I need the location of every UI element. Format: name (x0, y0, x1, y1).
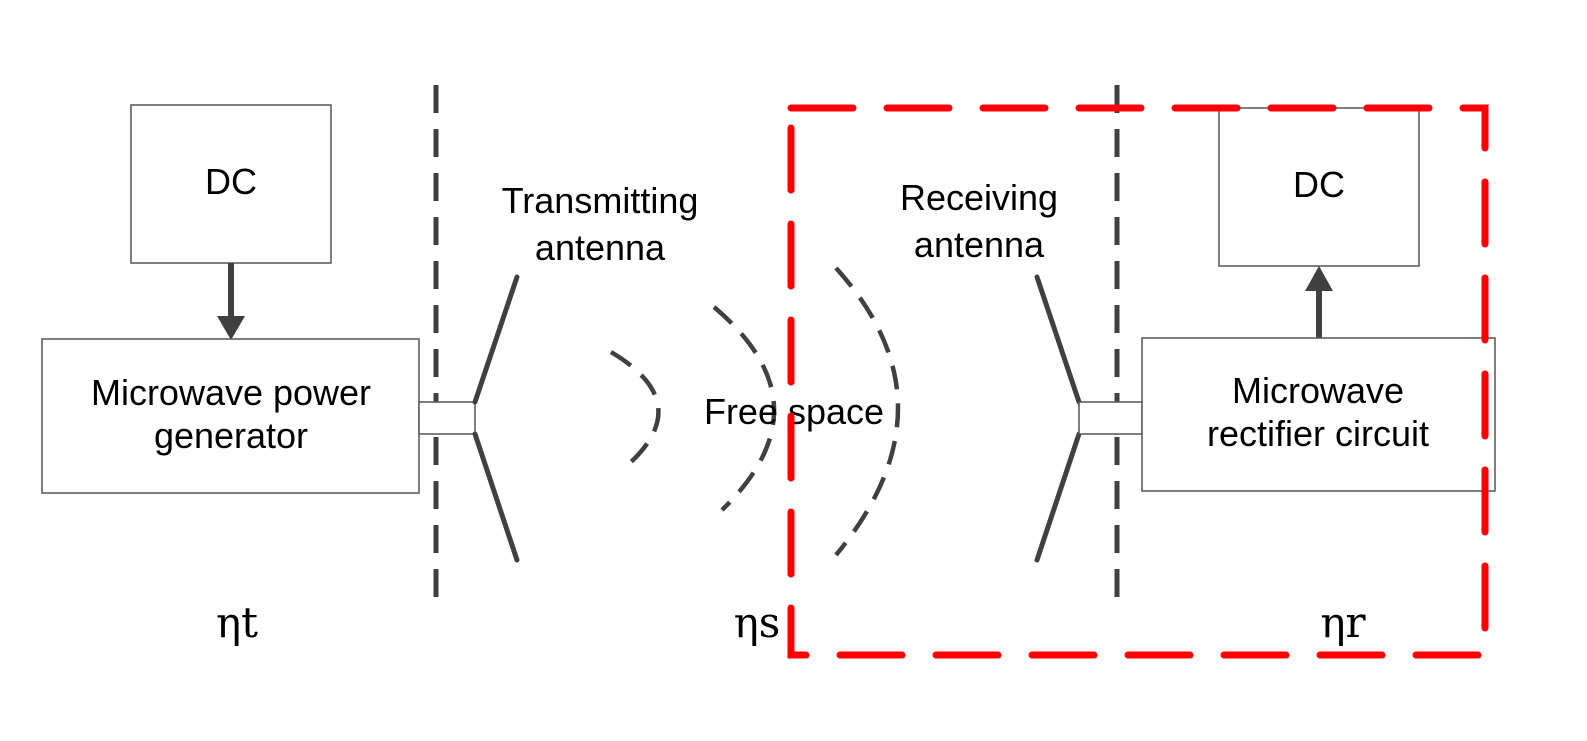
rectifier-label-line2: rectifier circuit (1207, 413, 1429, 454)
wave-front-3 (834, 266, 901, 557)
dc-output-box (1218, 107, 1420, 267)
rectifier-to-dc-arrowhead (1305, 266, 1333, 291)
receive-efficiency-label: ηr (1320, 598, 1366, 647)
receiver-highlight-box (787, 104, 1489, 659)
transmit-efficiency-label: ηt (216, 598, 258, 647)
dc-source-box (130, 104, 332, 264)
generator-label-line1: Microwave power (91, 372, 371, 413)
transmitting-antenna-upper-arm (472, 274, 520, 405)
dc-source-label: DC (205, 161, 257, 202)
rectifier-label-line1: Microwave (1232, 370, 1404, 411)
rectifier-box (1141, 337, 1496, 492)
transmit-feed-line (418, 401, 476, 435)
generator-label-line2: generator (154, 415, 308, 456)
receive-feed-line (1078, 401, 1143, 435)
transmitting-antenna-label-line1: Transmitting (502, 180, 699, 221)
transmitting-antenna-label-line2: antenna (535, 227, 666, 268)
receiving-antenna-upper-arm (1034, 274, 1082, 405)
dc-to-generator-arrowhead (217, 316, 245, 340)
generator-box (41, 338, 420, 494)
wave-front-1 (609, 350, 661, 472)
receiving-antenna-lower-arm (1034, 431, 1082, 563)
receiving-antenna-label-line2: antenna (914, 224, 1045, 265)
transmitting-antenna-lower-arm (472, 431, 520, 563)
wave-front-2 (712, 305, 777, 512)
receiving-antenna-label-line1: Receiving (900, 177, 1058, 218)
space-efficiency-label: ηs (734, 598, 781, 647)
dc-output-label: DC (1293, 164, 1345, 205)
